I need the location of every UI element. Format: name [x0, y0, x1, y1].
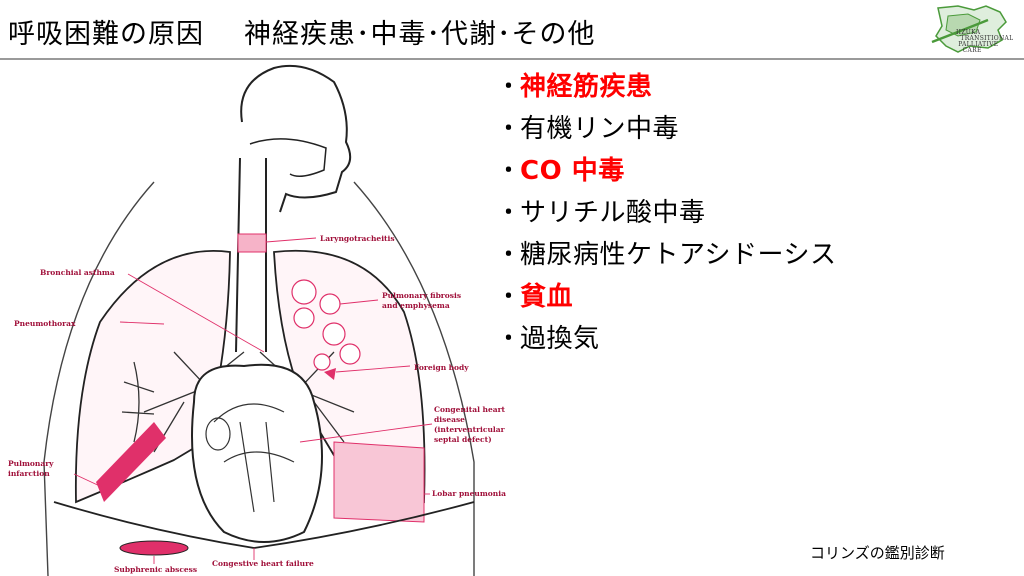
trachea-inflamed: [237, 233, 267, 253]
label-emphysema: and emphysema: [382, 301, 450, 310]
bullet-icon: ･: [502, 282, 516, 312]
label-congenital-heart-3: (interventricular: [434, 425, 506, 434]
abscess-marker: [119, 540, 189, 556]
iizuka-logo: IIZUKA TRANSITIONAL PALLIATIVE CARE: [928, 2, 1020, 56]
label-congenital-heart-4: septal defect): [434, 435, 492, 444]
heart-chambers: [213, 403, 295, 513]
label-laryngotracheitis: Laryngotracheitis: [320, 234, 395, 243]
cause-item: ･サリチル酸中毒: [502, 192, 836, 234]
title-subtitle: 神経疾患･中毒･代謝･その他: [244, 19, 596, 50]
chest-wall: [43, 181, 475, 576]
cause-label: 神経筋疾患: [520, 72, 653, 102]
map-icon: [931, 5, 1007, 53]
label-pulmonary-infarction-1: Pulmonary: [8, 459, 54, 468]
pneumonia-region: [333, 441, 425, 523]
infarction-wedge: [96, 422, 166, 502]
heart: [191, 363, 323, 543]
label-congestive-heart-failure: Congestive heart failure: [212, 559, 314, 568]
anatomy-illustration: Laryngotracheitis Bronchial asthma Pulmo…: [8, 64, 506, 576]
bullet-icon: ･: [502, 114, 516, 144]
cause-label: 有機リン中毒: [520, 114, 680, 144]
label-pulmonary-infarction-2: infarction: [8, 469, 50, 478]
cause-item: ･有機リン中毒: [502, 108, 836, 150]
cause-label: 貧血: [520, 282, 574, 312]
head-outline: [240, 64, 352, 213]
cause-item: ･神経筋疾患: [502, 66, 836, 108]
label-subphrenic-abscess: Subphrenic abscess: [114, 565, 197, 574]
bullet-icon: ･: [502, 72, 516, 102]
label-congenital-heart-2: disease: [434, 415, 465, 424]
logo-text: IIZUKA TRANSITIONAL PALLIATIVE CARE: [956, 29, 1014, 54]
source-citation: コリンズの鑑別診断: [810, 544, 945, 562]
foreign-body-marker: [324, 368, 336, 380]
cause-item: ･糖尿病性ケトアシドーシス: [502, 234, 836, 276]
cause-label: サリチル酸中毒: [520, 198, 706, 228]
slide-title: 呼吸困難の原因 神経疾患･中毒･代謝･その他: [8, 12, 596, 51]
causes-list: ･神経筋疾患･有機リン中毒･CO 中毒･サリチル酸中毒･糖尿病性ケトアシドーシス…: [502, 66, 836, 360]
nasal-cavity: [249, 138, 327, 177]
leader-lines: [73, 237, 433, 564]
bullet-icon: ･: [502, 240, 516, 270]
slide-header: 呼吸困難の原因 神経疾患･中毒･代謝･その他 IIZUKA TRANSITIONA…: [0, 0, 1024, 60]
cause-item: ･CO 中毒: [502, 150, 836, 192]
respiratory-anatomy-diagram: Laryngotracheitis Bronchial asthma Pulmo…: [4, 62, 514, 576]
label-bronchial-asthma: Bronchial asthma: [40, 268, 115, 277]
cause-label: 糖尿病性ケトアシドーシス: [520, 240, 837, 270]
cause-label: CO 中毒: [520, 156, 625, 186]
label-foreign-body: Foreign body: [414, 363, 469, 372]
bullet-icon: ･: [502, 324, 516, 354]
cause-label: 過換気: [520, 324, 600, 354]
label-pulmonary-fibrosis: Pulmonary fibrosis: [382, 291, 461, 300]
cause-item: ･過換気: [502, 318, 836, 360]
bullet-icon: ･: [502, 156, 516, 186]
title-main: 呼吸困難の原因: [8, 19, 204, 50]
bullet-icon: ･: [502, 198, 516, 228]
title-divider: [0, 58, 1024, 60]
cause-item: ･貧血: [502, 276, 836, 318]
label-lobar-pneumonia: Lobar pneumonia: [432, 489, 506, 498]
diaphragm: [53, 501, 475, 549]
label-congenital-heart-1: Congenital heart: [434, 405, 506, 414]
emphysema-bullae: [291, 279, 361, 371]
trachea: [235, 157, 267, 353]
label-pneumothorax: Pneumothorax: [14, 319, 76, 328]
